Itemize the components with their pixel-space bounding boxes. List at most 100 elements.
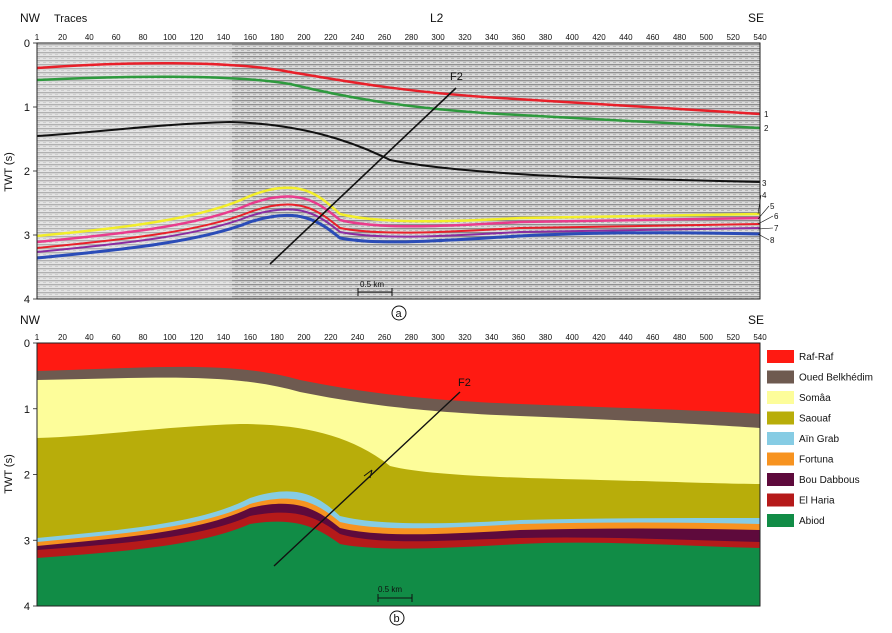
legend-swatch [767, 432, 794, 445]
panel_b-y-tick-label: 1 [24, 404, 30, 416]
panel_b-x-tick-label: 200 [297, 333, 311, 342]
panel-a-se-label: SE [748, 11, 764, 25]
legend-swatch [767, 391, 794, 404]
horizon-label-3: 3 [762, 179, 767, 188]
panel_a-x-tick-label: 140 [217, 33, 231, 42]
panel-b-fault-label: F2 [458, 377, 471, 389]
horizon-label-8: 8 [770, 236, 775, 245]
panel_a-x-tick-label: 1 [35, 33, 40, 42]
panel-a-nw-label: NW [20, 11, 41, 25]
panel-b-y-axis-label: TWT (s) [3, 454, 15, 494]
panel_b-y-tick-label: 0 [24, 338, 30, 350]
panel_a-x-tick-label: 100 [163, 33, 177, 42]
panel_b-x-tick-label: 260 [378, 333, 392, 342]
panel_b-x-tick-label: 300 [431, 333, 445, 342]
horizon-3-line [37, 120, 760, 183]
panel_a-x-tick-label: 500 [700, 33, 714, 42]
fault-movement-arrow-icon [363, 469, 373, 479]
panel_b-x-tick-label: 400 [566, 333, 580, 342]
layer-abiod [37, 521, 760, 606]
panel_b-x-tick-label: 220 [324, 333, 338, 342]
panel-b-scale-label: 0.5 km [378, 585, 402, 594]
legend-label: El Haria [799, 496, 835, 507]
panel-b-nw-label: NW [20, 313, 41, 327]
panel_a-x-tick-label: 480 [673, 33, 687, 42]
panel_b-x-tick-label: 100 [163, 333, 177, 342]
panel_a-x-tick-label: 360 [512, 33, 526, 42]
panel_a-x-tick-label: 440 [619, 33, 633, 42]
panel_b-x-tick-label: 500 [700, 333, 714, 342]
panel_a-x-tick-label: 60 [112, 33, 121, 42]
legend-swatch [767, 473, 794, 486]
panel_b-x-tick-label: 140 [217, 333, 231, 342]
horizon-label-7: 7 [774, 224, 779, 233]
horizon-label-4: 4 [762, 191, 767, 200]
horizon-label-1: 1 [764, 110, 769, 119]
panel_b-x-tick-label: 180 [270, 333, 284, 342]
panel_a-x-tick-label: 280 [405, 33, 419, 42]
panel_a-x-tick-label: 120 [190, 33, 204, 42]
horizon-leader-line [757, 194, 762, 215]
horizon-7-line [37, 208, 760, 253]
panel_a-x-tick-label: 220 [324, 33, 338, 42]
panel_a-x-tick-label: 460 [646, 33, 660, 42]
legend-label: Abiod [799, 516, 825, 527]
panel_a-x-tick-label: 20 [58, 33, 67, 42]
panel_a-x-tick-label: 180 [270, 33, 284, 42]
panel-b-letter-circle [389, 610, 405, 626]
seismic-amplitude-background [37, 43, 760, 299]
horizon-4-line [37, 186, 760, 238]
panel_b-x-tick-label: 20 [58, 333, 67, 342]
horizon-label-2: 2 [764, 124, 769, 133]
panel_a-y-tick-label: 0 [24, 38, 30, 50]
panel_b-y-tick-label: 3 [24, 535, 30, 547]
panel_a-x-tick-label: 540 [753, 33, 767, 42]
legend-swatch [767, 350, 794, 363]
panel-a-scale-label: 0.5 km [360, 280, 384, 289]
panel-a-line-label: L2 [430, 11, 444, 25]
legend-label: Raf-Raf [799, 352, 834, 363]
panel-a-letter-circle [391, 305, 407, 321]
panel_b-x-tick-label: 420 [592, 333, 606, 342]
panel_a-y-tick-label: 4 [24, 294, 30, 306]
horizon-label-5: 5 [770, 202, 775, 211]
panel_b-x-tick-label: 380 [539, 333, 553, 342]
panel_a-x-tick-label: 520 [726, 33, 740, 42]
panel_b-x-tick-label: 340 [485, 333, 499, 342]
panel_b-x-tick-label: 480 [673, 333, 687, 342]
panel_a-x-tick-label: 240 [351, 33, 365, 42]
panel_b-x-tick-label: 120 [190, 333, 204, 342]
panel_a-x-tick-label: 420 [592, 33, 606, 42]
legend-label: Somâa [799, 393, 831, 404]
panel_a-x-tick-label: 400 [566, 33, 580, 42]
panel_b-x-tick-label: 80 [139, 333, 148, 342]
horizon-5-line [37, 195, 760, 244]
panel-a-fault-label: F2 [450, 71, 463, 83]
panel_b-y-tick-label: 2 [24, 470, 30, 482]
panel-a-traces-label: Traces [54, 13, 88, 25]
panel_a-x-tick-label: 160 [244, 33, 258, 42]
legend-label: Fortuna [799, 455, 834, 466]
legend-label: Bou Dabbous [799, 475, 860, 486]
legend-swatch [767, 370, 794, 384]
horizon-leader-line [757, 205, 770, 220]
panel_a-x-tick-label: 40 [85, 33, 94, 42]
legend-swatch [767, 452, 794, 466]
panel_a-x-tick-label: 380 [539, 33, 553, 42]
horizon-8-line [37, 213, 760, 260]
panel-b-letter: b [394, 613, 400, 625]
panel_a-y-tick-label: 3 [24, 230, 30, 242]
panel_b-x-tick-label: 440 [619, 333, 633, 342]
panel_a-x-tick-label: 80 [139, 33, 148, 42]
horizon-leader-line [757, 215, 774, 225]
horizon-1-line [37, 62, 760, 116]
panel-a-frame [36, 42, 761, 300]
panel_a-y-tick-label: 1 [24, 102, 30, 114]
horizon-leader-line [757, 227, 774, 230]
